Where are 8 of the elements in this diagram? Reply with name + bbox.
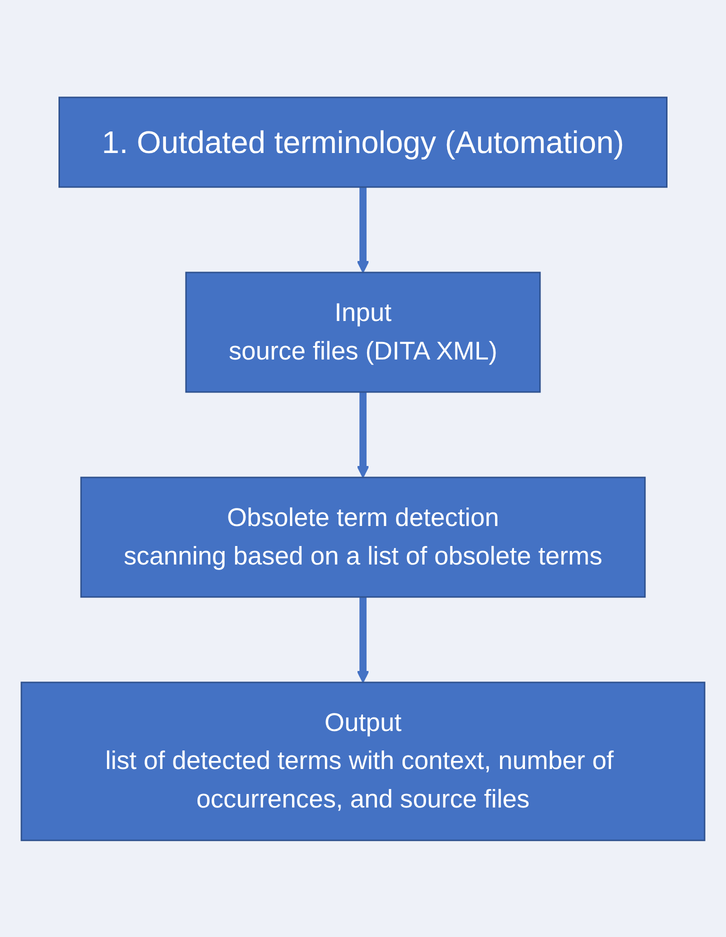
node-box bbox=[185, 271, 541, 392]
arrow bbox=[356, 596, 370, 683]
node-box bbox=[58, 96, 668, 188]
flowchart-drawing: 1. Outdated terminology (Automation) Input source files (DITA XML) Obsolete term detection scanning based on a list of obsolete terms Output list of detected terms with context, number of occurrences, and source files bbox=[10, 86, 716, 852]
arrow bbox=[356, 186, 370, 273]
node-box bbox=[80, 476, 646, 598]
node-box bbox=[20, 681, 706, 841]
arrow bbox=[356, 392, 370, 478]
